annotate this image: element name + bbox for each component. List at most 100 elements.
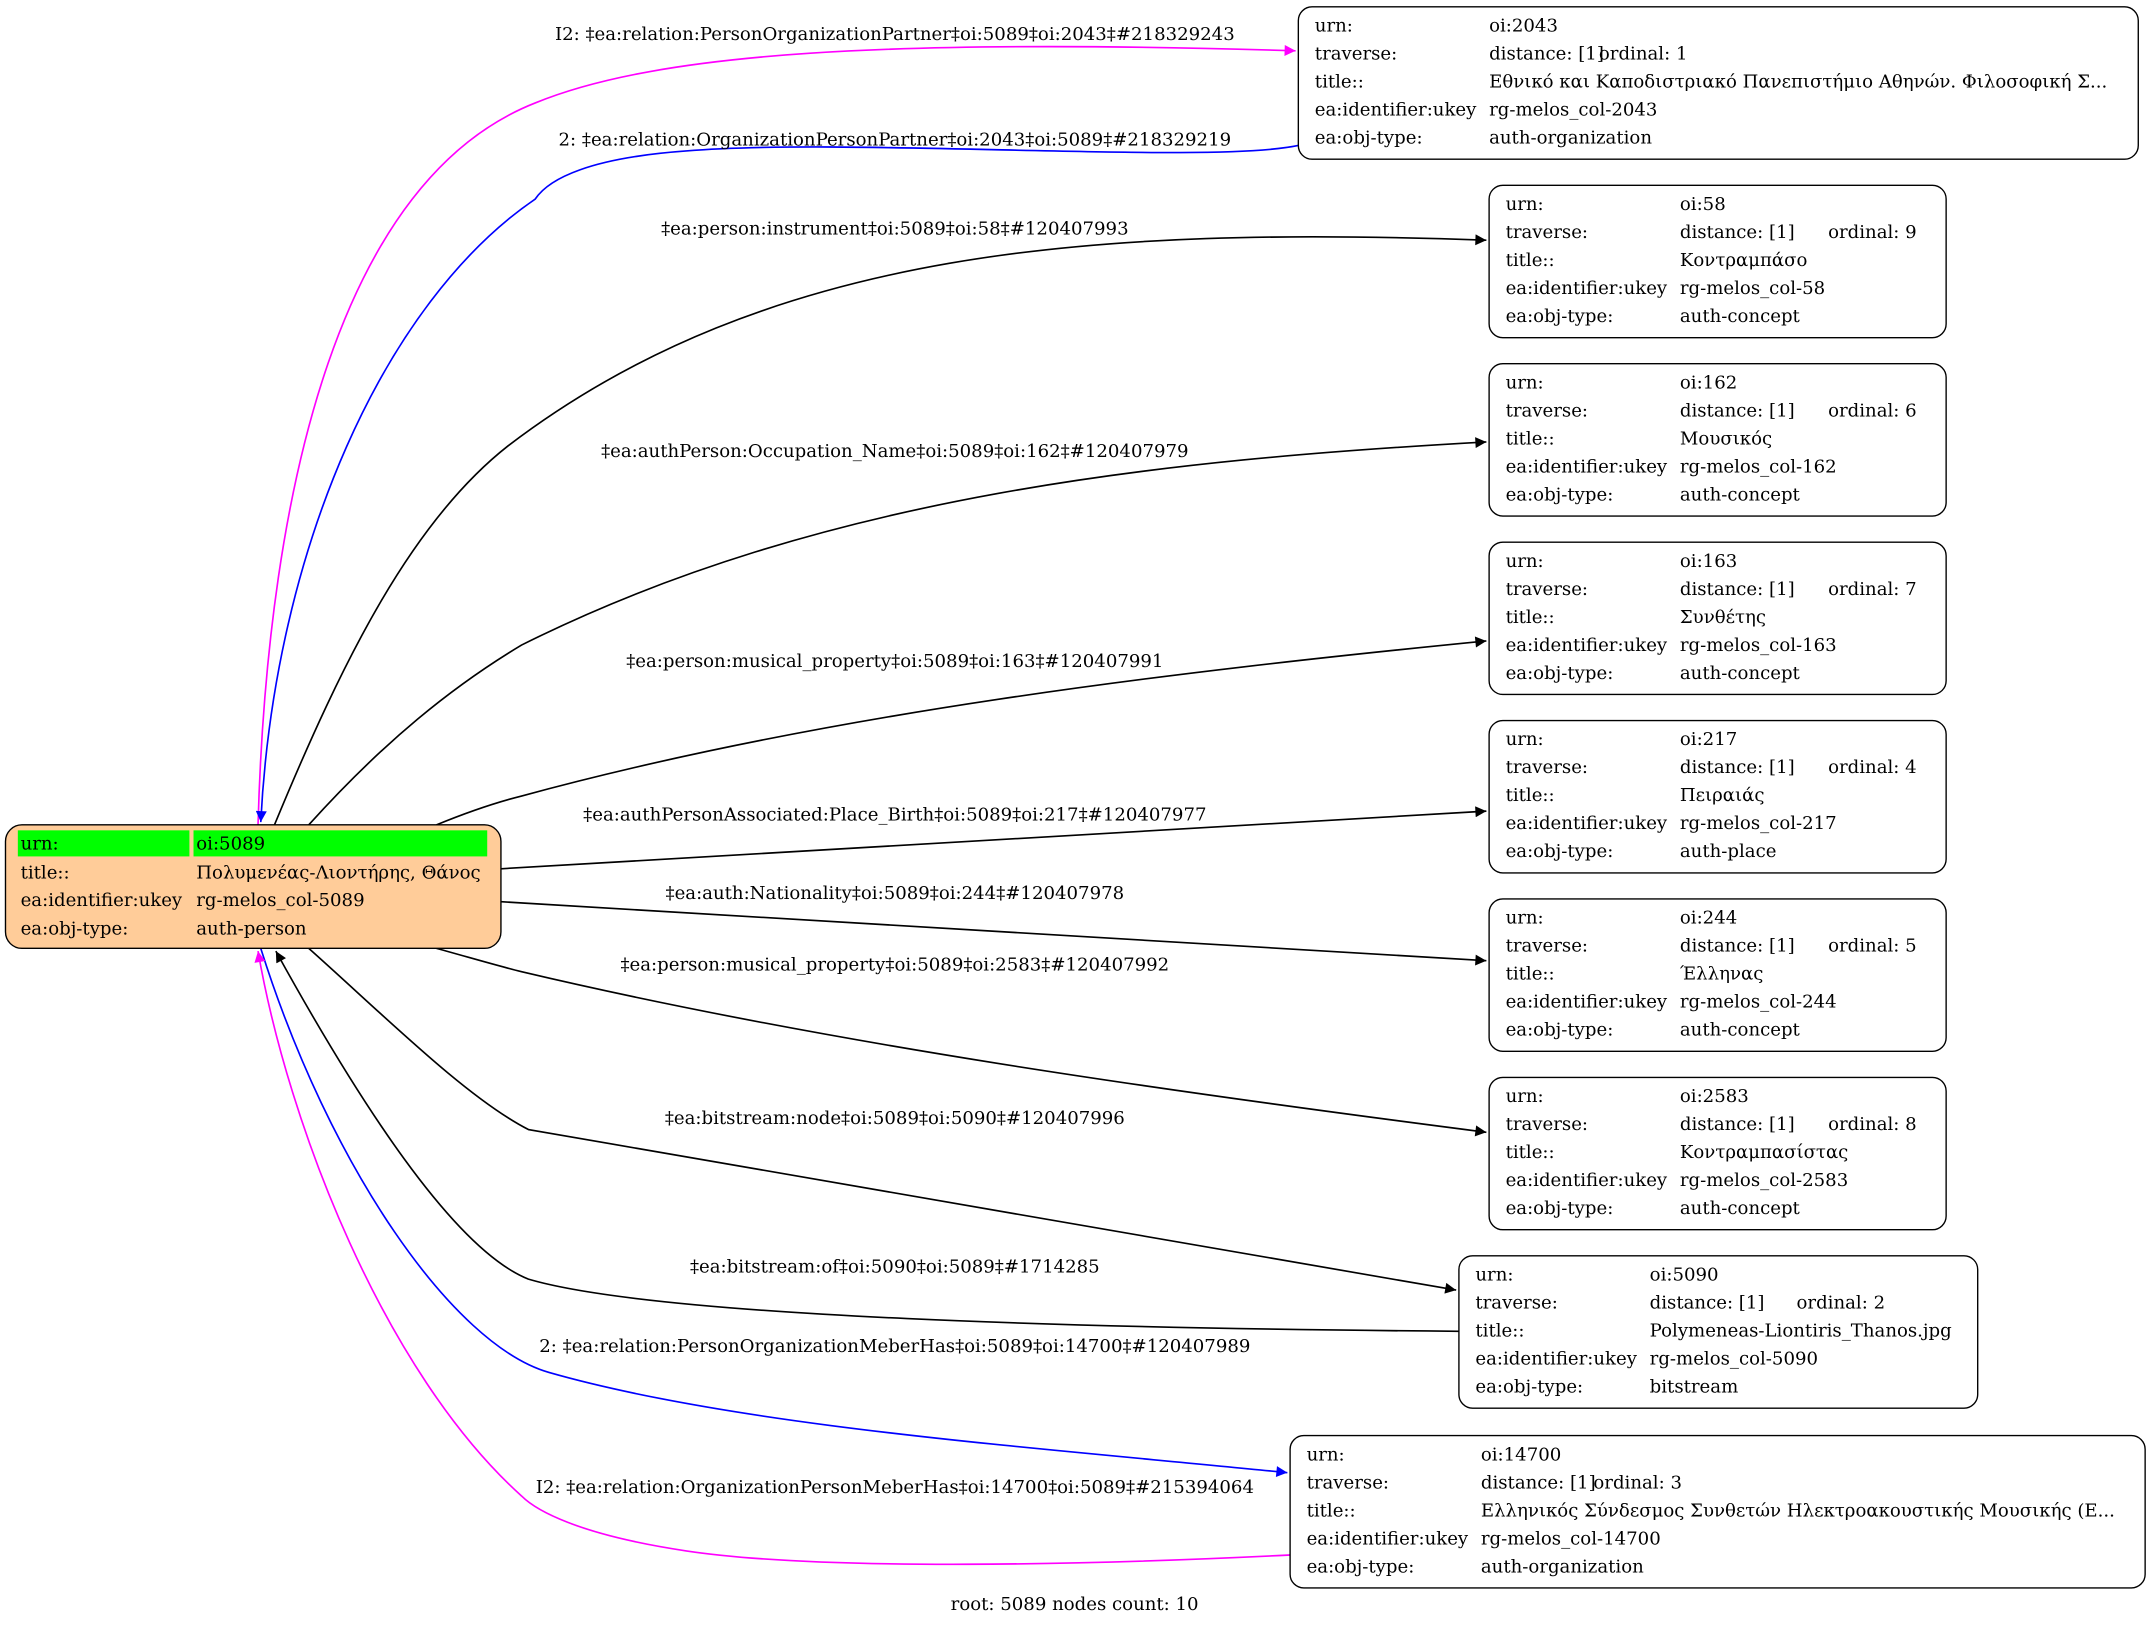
- node-type-value: auth-concept: [1680, 1020, 1801, 1041]
- node-ordinal-value: ordinal: 9: [1828, 222, 1917, 243]
- edge-e11[interactable]: [259, 948, 1288, 1478]
- node-ukey-value: rg-melos_col-163: [1680, 635, 1837, 656]
- node-type-value: auth-place: [1680, 841, 1777, 862]
- node-box: [1488, 1076, 1947, 1231]
- edge-label: ‡ea:bitstream:of‡oi:5090‡oi:5089‡#171428…: [690, 1256, 1100, 1277]
- node-traverse-key: traverse:: [1506, 936, 1588, 957]
- edge-label: ‡ea:person:instrument‡oi:5089‡oi:58‡#120…: [661, 219, 1129, 240]
- node-box: [1297, 6, 2139, 160]
- node-ukey-key: ea:identifier:ukey: [1506, 813, 1668, 834]
- node-title-key: title::: [1307, 1500, 1356, 1521]
- node-title-key: title::: [1506, 428, 1555, 449]
- node-urn-value: oi:244: [1680, 908, 1737, 929]
- edge-e3[interactable]: [273, 234, 1487, 826]
- edge-label: ‡ea:person:musical_property‡oi:5089‡oi:1…: [626, 651, 1163, 672]
- node-type-value: bitstream: [1650, 1376, 1739, 1397]
- node-ukey-value: rg-melos_col-14700: [1481, 1528, 1661, 1549]
- node-title-value: Ελληνικός Σύνδεσμος Συνθετών Ηλεκτροακου…: [1481, 1500, 2115, 1521]
- node-ukey-key: ea:identifier:ukey: [1506, 1170, 1668, 1191]
- edge-e4[interactable]: [308, 437, 1487, 826]
- node-traverse-value: distance: [1]: [1680, 757, 1795, 778]
- node-box: [1458, 1255, 1979, 1409]
- node-title-value: Έλληνας: [1680, 964, 1763, 985]
- node-urn-key: urn:: [1506, 194, 1544, 215]
- node-title-value: Κοντραμπασίστας: [1680, 1142, 1848, 1163]
- root-key: title::: [21, 862, 70, 883]
- node-ukey-key: ea:identifier:ukey: [1506, 635, 1668, 656]
- node-box: [1488, 898, 1947, 1052]
- node-traverse-value: distance: [1]: [1650, 1293, 1765, 1314]
- edge-label: ‡ea:authPerson:Occupation_Name‡oi:5089‡o…: [601, 441, 1188, 462]
- node-type-value: auth-concept: [1680, 1198, 1801, 1219]
- node-urn-key: urn:: [1506, 551, 1544, 572]
- root-key: urn:: [21, 834, 59, 855]
- node-urn-key: urn:: [1307, 1444, 1345, 1465]
- node-urn-value: oi:163: [1680, 551, 1737, 572]
- node-type-value: auth-concept: [1680, 663, 1801, 684]
- node-urn-key: urn:: [1315, 16, 1353, 37]
- node-ordinal-value: ordinal: 2: [1797, 1293, 1886, 1314]
- root-value: rg-melos_col-5089: [196, 890, 364, 911]
- node-traverse-value: distance: [1]: [1680, 400, 1795, 421]
- edge-e10[interactable]: [275, 950, 1459, 1333]
- node-urn-value: oi:217: [1680, 729, 1737, 750]
- edge-e8[interactable]: [436, 947, 1487, 1137]
- edge-e5[interactable]: [436, 636, 1487, 826]
- node-type-key: ea:obj-type:: [1475, 1376, 1583, 1397]
- node-urn-value: oi:5090: [1650, 1265, 1719, 1286]
- edge-e7[interactable]: [500, 900, 1487, 966]
- node-urn-key: urn:: [1506, 908, 1544, 929]
- node-urn-value: oi:2583: [1680, 1086, 1749, 1107]
- node-type-value: auth-organization: [1481, 1556, 1644, 1577]
- node-traverse-key: traverse:: [1506, 222, 1588, 243]
- node-type-key: ea:obj-type:: [1315, 128, 1423, 149]
- node-ordinal-value: ordinal: 6: [1828, 400, 1917, 421]
- node-ukey-value: rg-melos_col-244: [1680, 992, 1837, 1013]
- root-node[interactable]: urn: oi:5089 title:: Πολυμενέας-Λιοντήρη…: [4, 824, 502, 950]
- edge-e12[interactable]: [254, 950, 1291, 1566]
- node-traverse-value: distance: [1]: [1680, 579, 1795, 600]
- edge-e9[interactable]: [308, 947, 1457, 1294]
- node-title-key: title::: [1475, 1321, 1524, 1342]
- node-title-key: title::: [1506, 1142, 1555, 1163]
- node-box: [1488, 541, 1947, 696]
- node-title-key: title::: [1506, 785, 1555, 806]
- node-type-value: auth-organization: [1489, 128, 1652, 149]
- root-urn-value-highlight: [193, 830, 488, 857]
- edge-label: ‡ea:authPersonAssociated:Place_Birth‡oi:…: [583, 805, 1206, 826]
- edge-label: ‡ea:person:musical_property‡oi:5089‡oi:2…: [620, 954, 1169, 975]
- root-key: ea:obj-type:: [21, 919, 129, 940]
- node-ukey-key: ea:identifier:ukey: [1475, 1348, 1637, 1369]
- node-urn-key: urn:: [1506, 729, 1544, 750]
- node-urn-value: oi:14700: [1481, 1444, 1561, 1465]
- node-traverse-value: distance: [1]: [1680, 222, 1795, 243]
- edge-e1[interactable]: [257, 44, 1296, 825]
- node-title-value: Πειραιάς: [1680, 785, 1765, 806]
- node-title-key: title::: [1506, 607, 1555, 628]
- node-ukey-value: rg-melos_col-5090: [1650, 1348, 1818, 1369]
- node-ukey-value: rg-melos_col-2043: [1489, 100, 1657, 121]
- node-type-key: ea:obj-type:: [1506, 484, 1614, 505]
- edge-e6[interactable]: [500, 806, 1487, 870]
- node-title-value: Κοντραμπάσο: [1680, 250, 1808, 271]
- edge-e2[interactable]: [255, 144, 1299, 823]
- node-title-value: Εθνικό και Καποδιστριακό Πανεπιστήμιο Αθ…: [1489, 72, 2107, 93]
- root-value: auth-person: [196, 919, 307, 940]
- node-ukey-value: rg-melos_col-162: [1680, 456, 1837, 477]
- node-type-key: ea:obj-type:: [1506, 306, 1614, 327]
- node-traverse-key: traverse:: [1506, 400, 1588, 421]
- node-type-value: auth-concept: [1680, 484, 1801, 505]
- root-urn-key-highlight: [17, 830, 190, 857]
- node-title-value: Μουσικός: [1680, 428, 1772, 449]
- node-traverse-key: traverse:: [1506, 1114, 1588, 1135]
